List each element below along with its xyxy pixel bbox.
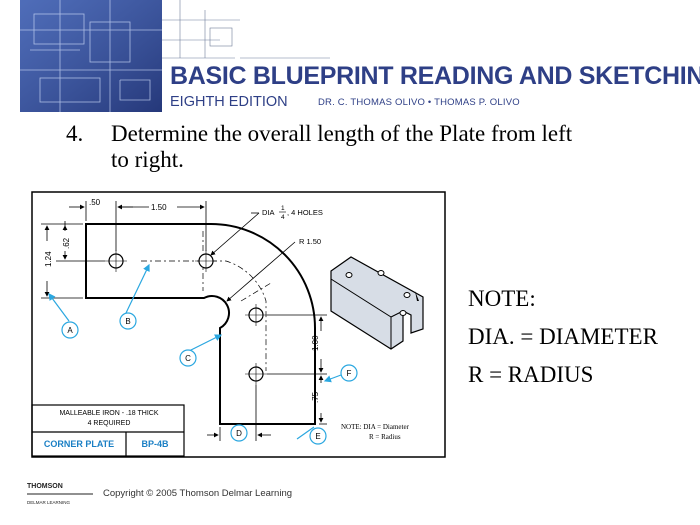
question-number: 4. — [66, 121, 84, 146]
dia-fraction: 1 4 — [279, 205, 286, 221]
bubble-b-label: B — [125, 317, 130, 326]
header-banner — [20, 0, 330, 112]
title-block-material: MALLEABLE IRON - .18 THICK — [59, 410, 158, 417]
dim-050: .50 — [89, 198, 101, 207]
dia-callout: DIA — [262, 208, 275, 217]
question-text: Determine the overall length of the Plat… — [111, 121, 681, 173]
plate-outline — [85, 223, 316, 425]
dia-fraction-num: 1 — [281, 205, 285, 212]
dia-holes-text: , 4 HOLES — [287, 208, 323, 217]
letter-bubbles: A B C D E F — [61, 312, 358, 445]
bubble-f: F — [340, 364, 358, 382]
question-line-1: Determine the overall length of the Plat… — [111, 121, 573, 146]
bubble-a: A — [61, 321, 79, 339]
inner-note-line2: R = Radius — [369, 433, 401, 441]
note-block: NOTE: DIA. = DIAMETER R = RADIUS — [468, 280, 658, 394]
bubble-b: B — [119, 312, 137, 330]
dim-150: 1.50 — [151, 203, 167, 212]
bubble-a-label: A — [67, 326, 73, 335]
book-authors: DR. C. THOMAS OLIVO • THOMAS P. OLIVO — [318, 97, 520, 108]
blueprint-graphic-icon — [20, 0, 330, 112]
book-title: BASIC BLUEPRINT READING AND SKETCHING — [170, 62, 700, 90]
dim-124: 1.24 — [44, 251, 53, 267]
bubble-c: C — [179, 349, 197, 367]
logo-line-2: DELMAR LEARNING — [27, 500, 71, 505]
bubble-d: D — [230, 424, 248, 442]
radius-callout: R 1.50 — [299, 237, 321, 246]
title-block — [31, 404, 185, 457]
isometric-view — [330, 256, 424, 350]
logo-line-1: THOMSON — [27, 483, 63, 490]
title-block-part-name: CORNER PLATE — [44, 439, 114, 449]
dim-062: .62 — [62, 237, 71, 249]
note-heading: NOTE: — [468, 286, 536, 311]
title-block-quantity: 4 REQUIRED — [88, 420, 131, 427]
note-line-2: R = RADIUS — [468, 362, 594, 387]
dim-075: .75 — [311, 391, 320, 403]
title-block-part-no: BP-4B — [141, 439, 169, 449]
bubble-f-label: F — [347, 369, 352, 378]
book-edition: EIGHTH EDITION — [170, 94, 288, 110]
question-line-2: to right. — [111, 147, 184, 172]
dim-100: 1.00 — [311, 335, 320, 351]
dia-fraction-den: 4 — [281, 214, 285, 221]
copyright-text: Copyright © 2005 Thomson Delmar Learning — [103, 488, 293, 499]
bubble-e: E — [309, 427, 327, 445]
bubble-c-label: C — [185, 354, 191, 363]
note-line-1: DIA. = DIAMETER — [468, 324, 658, 349]
bubble-d-label: D — [236, 429, 242, 438]
inner-note-line1: NOTE: DIA = Diameter — [341, 423, 410, 431]
thomson-logo: THOMSON DELMAR LEARNING — [27, 483, 93, 505]
corner-plate-drawing: .50 1.50 1.24 .62 1.00 .75 DIA — [31, 191, 446, 458]
bubble-e-label: E — [315, 432, 320, 441]
